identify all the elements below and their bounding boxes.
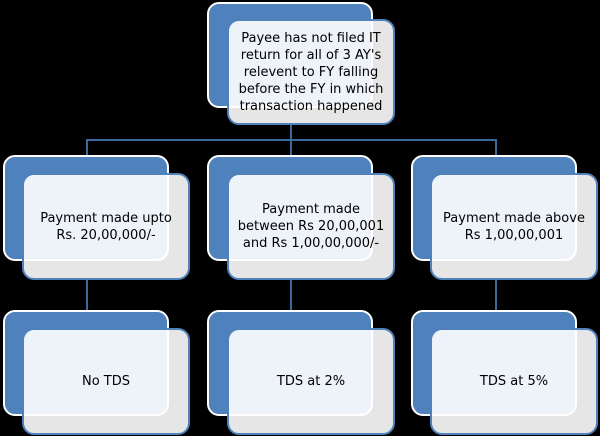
condition-node-text: Payment made above Rs 1,00,00,001 (443, 210, 585, 243)
connector-root-down (290, 124, 292, 141)
result-node-text: TDS at 5% (479, 374, 549, 389)
condition-node-1: Payment made upto Rs. 20,00,000/- (22, 173, 190, 280)
connector-middle-down (290, 139, 292, 156)
condition-node-text: Payment made upto Rs. 20,00,000/- (40, 210, 172, 243)
connector-middle-result (290, 280, 292, 311)
result-node-3: TDS at 5% (430, 328, 598, 435)
condition-node-2: Payment made between Rs 20,00,001 and Rs… (227, 173, 395, 280)
connector-right-down (495, 139, 497, 156)
result-node-text: TDS at 2% (276, 374, 346, 389)
result-node-2: TDS at 2% (227, 328, 395, 435)
result-node-1: No TDS (22, 328, 190, 435)
connector-left-down (86, 139, 88, 156)
connector-right-result (495, 280, 497, 311)
result-node-text: No TDS (81, 374, 130, 389)
condition-node-text: Payment made between Rs 20,00,001 and Rs… (237, 202, 385, 251)
condition-node-3: Payment made above Rs 1,00,00,001 (430, 173, 598, 280)
root-node-text: Payee has not filed IT return for all of… (238, 30, 384, 114)
root-node: Payee has not filed IT return for all of… (227, 19, 395, 125)
connector-left-result (86, 280, 88, 311)
